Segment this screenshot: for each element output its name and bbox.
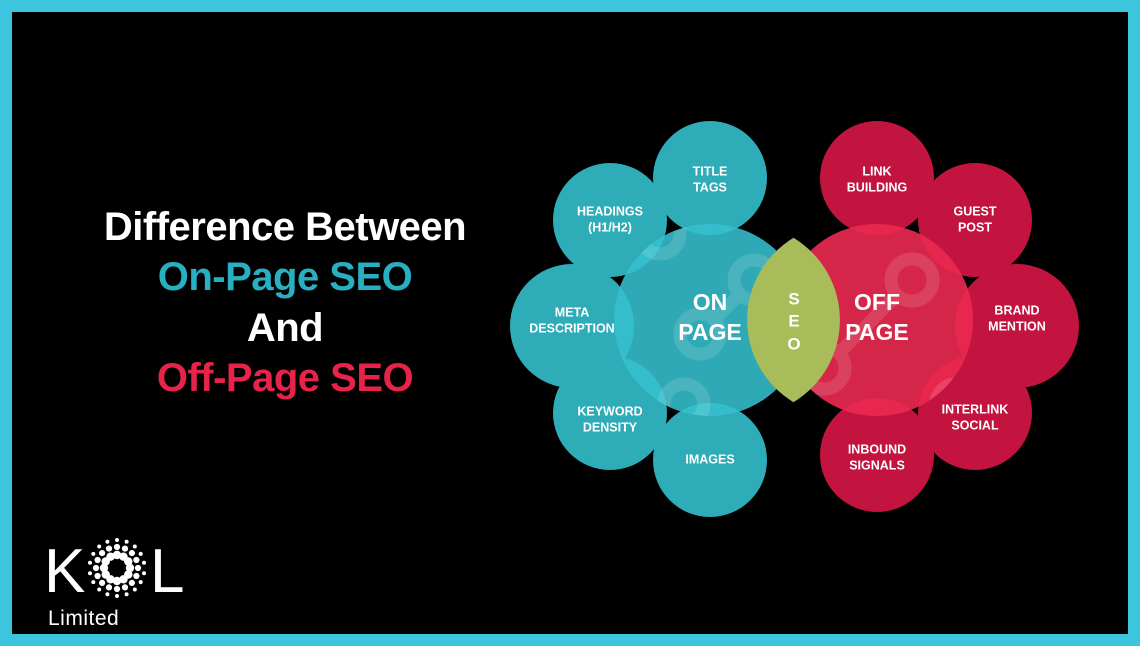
label-link-building-2: BUILDING [847, 180, 907, 194]
kol-limited-logo[interactable]: K [42, 537, 222, 634]
bubble-headings[interactable] [553, 163, 667, 277]
label-images-1: IMAGES [685, 452, 734, 466]
off-page-labels: LINK BUILDING GUEST POST BRAND MENTION I… [845, 164, 1046, 472]
bubble-title-tags[interactable] [653, 121, 767, 235]
label-brand-mention-1: BRAND [994, 303, 1039, 317]
logo-letter-l: L [150, 537, 184, 606]
off-page-cluster [781, 121, 1079, 512]
infographic-canvas: Difference Between On-Page SEO And Off-P… [12, 12, 1128, 634]
label-seo-o: O [787, 334, 800, 353]
title-line-3-and: And [246, 305, 324, 350]
venn-diagram: TITLE TAGS HEADINGS (H1/H2) META DESCRIP… [12, 12, 1128, 634]
label-inbound-signals-1: INBOUND [848, 442, 906, 456]
bubble-on-page[interactable] [614, 224, 806, 416]
label-headings-2: (H1/H2) [588, 220, 632, 234]
seo-intersection-lens[interactable] [747, 237, 840, 403]
bubble-keyword-density[interactable] [553, 356, 667, 470]
seo-label: S E O [787, 289, 800, 353]
title-line-2-on-page: On-Page SEO [157, 255, 413, 300]
label-headings-1: HEADINGS [577, 204, 643, 218]
label-title-tags-1: TITLE [693, 164, 728, 178]
logo-subtitle: Limited [48, 607, 119, 630]
bubble-guest-post[interactable] [918, 163, 1032, 277]
label-guest-post-1: GUEST [953, 204, 996, 218]
bubble-inbound-signals[interactable] [820, 398, 934, 512]
bubble-brand-mention[interactable] [955, 264, 1079, 388]
label-keyword-density-1: KEYWORD [577, 404, 642, 418]
label-keyword-density-2: DENSITY [583, 420, 638, 434]
label-on-page-2: PAGE [678, 319, 741, 345]
label-meta-description-2: DESCRIPTION [529, 321, 614, 335]
label-on-page-1: ON [693, 289, 728, 315]
label-interlink-social-1: INTERLINK [942, 402, 1009, 416]
on-page-labels: TITLE TAGS HEADINGS (H1/H2) META DESCRIP… [529, 164, 741, 466]
label-seo-s: S [788, 289, 799, 308]
radial-dot-burst-icon [88, 538, 146, 598]
title-block: Difference Between On-Page SEO And Off-P… [50, 202, 520, 404]
on-page-cluster [510, 121, 806, 517]
label-seo-e: E [788, 311, 799, 330]
label-brand-mention-2: MENTION [988, 319, 1046, 333]
title-line-1: Difference Between [103, 205, 467, 249]
label-title-tags-2: TAGS [693, 180, 727, 194]
bubble-images[interactable] [653, 403, 767, 517]
label-inbound-signals-2: SIGNALS [849, 458, 905, 472]
label-meta-description-1: META [555, 305, 590, 319]
bubble-link-building[interactable] [820, 121, 934, 235]
logo-letter-k: K [44, 537, 85, 606]
label-off-page-2: PAGE [845, 319, 908, 345]
label-off-page-1: OFF [854, 289, 900, 315]
label-guest-post-2: POST [958, 220, 992, 234]
label-link-building-1: LINK [862, 164, 891, 178]
bubble-off-page[interactable] [781, 224, 973, 416]
label-interlink-social-2: SOCIAL [951, 418, 999, 432]
title-line-4-off-page: Off-Page SEO [156, 356, 414, 401]
